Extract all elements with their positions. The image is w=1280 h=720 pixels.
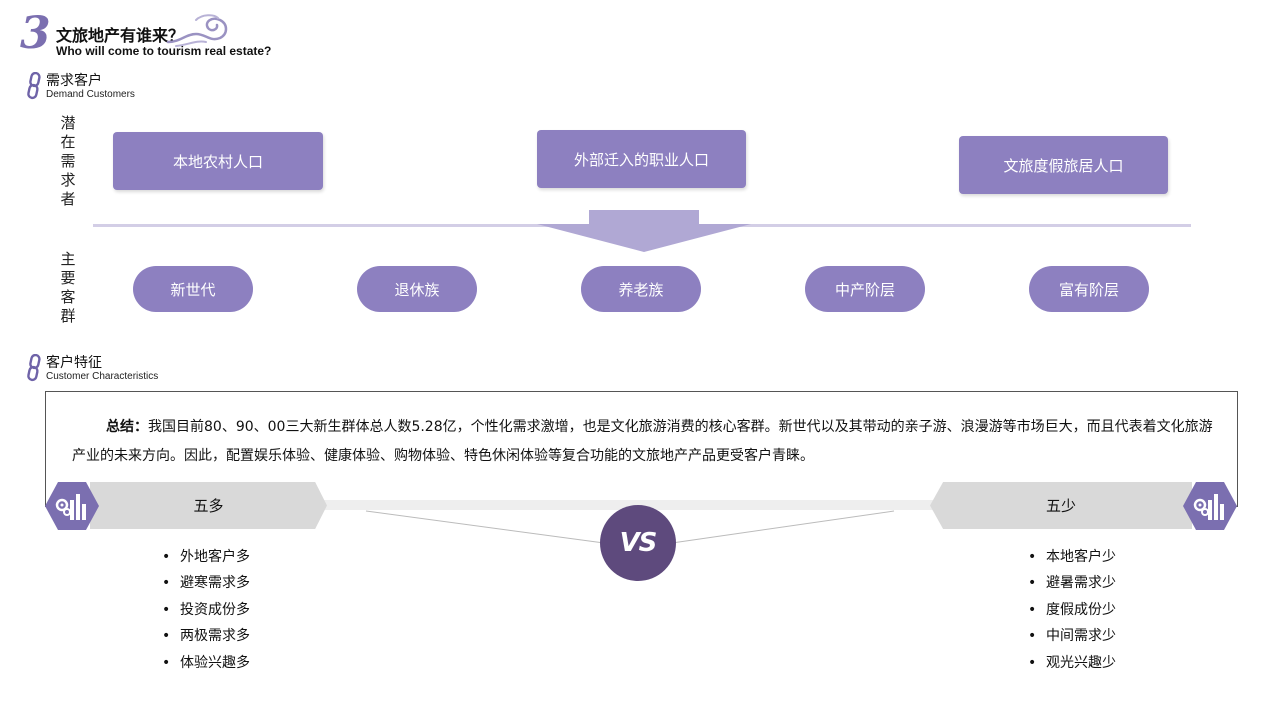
right-banner-title: 五少	[1045, 497, 1076, 515]
section-title: 客户特征	[46, 355, 102, 371]
list-item: 体验兴趣多	[162, 650, 250, 677]
list-item: 两极需求多	[162, 623, 250, 650]
main-groups-label: 主 要 客 群	[58, 250, 78, 326]
label-char: 需	[60, 152, 76, 170]
chain-link-icon	[27, 72, 41, 100]
group-pill-elderly-care: 养老族	[581, 266, 701, 312]
down-arrow-icon	[537, 210, 751, 252]
group-pill-wealthy: 富有阶层	[1029, 266, 1149, 312]
chain-link-icon	[27, 354, 41, 382]
group-pill-middle-class: 中产阶层	[805, 266, 925, 312]
label-char: 群	[60, 307, 76, 325]
left-list: 外地客户多 避寒需求多 投资成份多 两极需求多 体验兴趣多	[162, 544, 250, 676]
left-banner: 五多	[90, 482, 327, 529]
right-list: 本地客户少 避暑需求少 度假成份少 中间需求少 观光兴趣少	[1028, 544, 1116, 676]
list-item: 外地客户多	[162, 544, 250, 571]
label-char: 客	[60, 288, 76, 306]
left-banner-title: 五多	[193, 497, 224, 515]
label-char: 要	[60, 269, 76, 287]
group-pill-new-generation: 新世代	[133, 266, 253, 312]
label-char: 者	[60, 190, 76, 208]
list-item: 中间需求少	[1028, 623, 1116, 650]
right-banner: 五少	[930, 482, 1192, 529]
group-pill-retirees: 退休族	[357, 266, 477, 312]
potential-demand-label: 潜 在 需 求 者	[58, 114, 78, 209]
list-item: 投资成份多	[162, 597, 250, 624]
page-subtitle: Who will come to tourism real estate?	[56, 44, 272, 58]
vs-badge: VS	[600, 505, 676, 581]
label-char: 在	[60, 133, 76, 151]
section-number: 3	[20, 8, 51, 59]
list-item: 度假成份少	[1028, 597, 1116, 624]
page-title: 文旅地产有谁来？	[56, 26, 185, 45]
label-char: 潜	[60, 114, 76, 132]
section-subtitle: Customer Characteristics	[46, 371, 159, 382]
list-item: 避寒需求多	[162, 570, 250, 597]
label-char: 主	[60, 250, 76, 268]
list-item: 本地客户少	[1028, 544, 1116, 571]
cloud-swirl-icon	[166, 14, 228, 47]
list-item: 避暑需求少	[1028, 570, 1116, 597]
summary-label: 总结：	[106, 419, 148, 435]
label-char: 求	[60, 171, 76, 189]
summary-text: 我国目前80、90、00三大新生群体总人数5.28亿，个性化需求激增，也是文化旅…	[72, 419, 1213, 464]
gear-chart-icon	[1183, 482, 1237, 530]
gear-chart-icon	[45, 482, 99, 530]
potential-box-vacation-residents: 文旅度假旅居人口	[959, 136, 1168, 194]
section-title: 需求客户	[46, 73, 102, 89]
potential-box-local-rural: 本地农村人口	[113, 132, 323, 190]
potential-box-migrant-workers: 外部迁入的职业人口	[537, 130, 746, 188]
list-item: 观光兴趣少	[1028, 650, 1116, 677]
section-subtitle: Demand Customers	[46, 89, 135, 100]
